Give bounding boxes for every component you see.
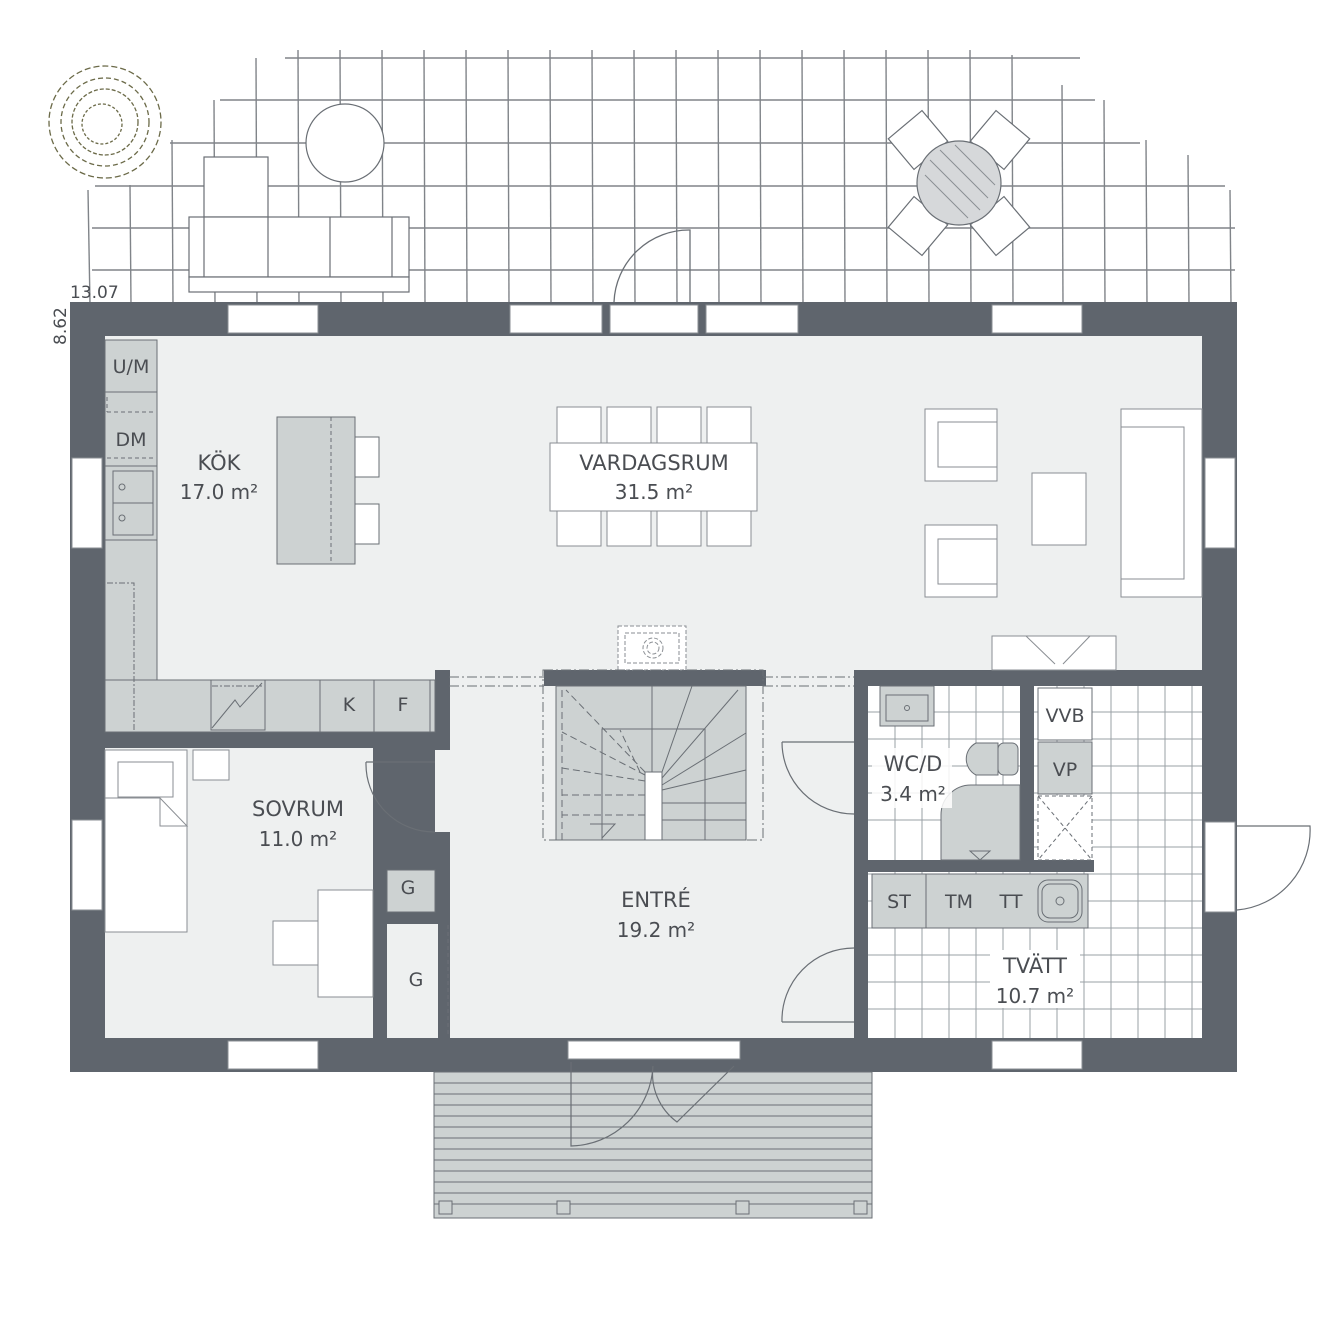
staircase-icon bbox=[449, 669, 854, 841]
room-wcd: WC/D 3.4 m² bbox=[872, 748, 952, 808]
chimney bbox=[617, 625, 687, 671]
room-area: 10.7 m² bbox=[996, 984, 1074, 1008]
fixture-tt: TT bbox=[999, 891, 1023, 913]
fixture-k: K bbox=[343, 694, 356, 716]
windows bbox=[71, 304, 1236, 1070]
room-name: KÖK bbox=[198, 450, 242, 475]
room-area: 17.0 m² bbox=[180, 480, 258, 504]
room-area: 31.5 m² bbox=[615, 480, 693, 504]
room-name: TVÄTT bbox=[1002, 953, 1067, 978]
kitchen-counter bbox=[104, 339, 436, 733]
outdoor-dining-set bbox=[887, 109, 1031, 257]
laundry-counter bbox=[871, 873, 1089, 929]
room-sovrum: SOVRUM 11.0 m² bbox=[252, 797, 344, 851]
outdoor-round-table bbox=[305, 103, 385, 183]
outdoor-sofa bbox=[188, 156, 410, 293]
fixture-st: ST bbox=[887, 891, 911, 913]
closet-floor bbox=[386, 916, 438, 1038]
fixture-vvb: VVB bbox=[1045, 705, 1084, 727]
living-furniture bbox=[924, 408, 1203, 598]
room-name: SOVRUM bbox=[252, 797, 344, 821]
room-name: ENTRÉ bbox=[621, 887, 691, 912]
dining-set bbox=[549, 406, 758, 547]
fixture-g1: G bbox=[401, 877, 416, 899]
fixture-g2: G bbox=[409, 969, 424, 991]
patio-door-swing bbox=[613, 229, 691, 303]
fixture-f: F bbox=[398, 694, 409, 716]
interior-walls bbox=[105, 670, 1202, 1038]
dimension-width: 13.07 bbox=[70, 283, 119, 303]
room-name: WC/D bbox=[884, 752, 943, 776]
front-door-swing bbox=[570, 1062, 735, 1147]
room-name: VARDAGSRUM bbox=[579, 451, 728, 475]
fixture-dm: DM bbox=[115, 429, 146, 451]
sovrum-door-gap bbox=[435, 748, 450, 832]
utility-column bbox=[1037, 687, 1093, 861]
front-deck bbox=[433, 1071, 873, 1219]
fixture-vp: VP bbox=[1053, 759, 1077, 781]
wcd-fixtures bbox=[879, 685, 1021, 861]
room-area: 19.2 m² bbox=[617, 918, 695, 942]
room-entre: ENTRÉ 19.2 m² bbox=[617, 887, 695, 942]
room-tvatt: TVÄTT 10.7 m² bbox=[990, 950, 1080, 1008]
room-area: 3.4 m² bbox=[880, 782, 946, 806]
room-kok: KÖK 17.0 m² bbox=[166, 446, 272, 506]
fixture-tm: TM bbox=[944, 891, 973, 913]
kitchen-details bbox=[106, 397, 263, 730]
closet-g1 bbox=[386, 869, 436, 913]
fixture-um: U/M bbox=[113, 356, 150, 378]
door-swings bbox=[365, 741, 1311, 1035]
room-area: 11.0 m² bbox=[259, 827, 337, 851]
kitchen-island bbox=[276, 416, 380, 565]
tree-icon bbox=[48, 65, 162, 179]
sovrum-furniture bbox=[104, 749, 374, 998]
dimension-depth: 8.62 bbox=[51, 307, 71, 345]
fireplace-icon bbox=[991, 635, 1117, 671]
room-vardagsrum: VARDAGSRUM 31.5 m² bbox=[579, 451, 728, 504]
